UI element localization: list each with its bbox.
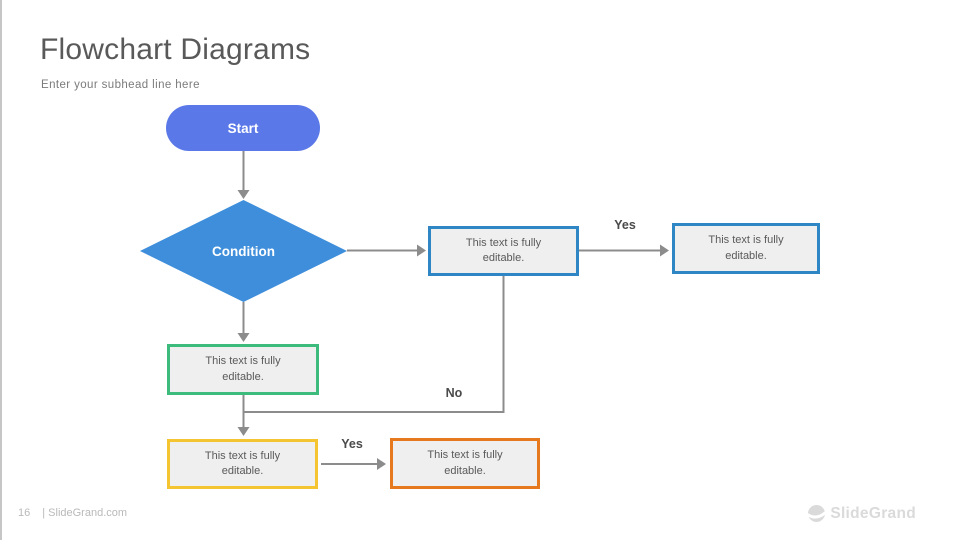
brand-logo: SlideGrand (807, 504, 916, 523)
page-subtitle: Enter your subhead line here (41, 79, 200, 91)
start-label: Start (227, 120, 259, 136)
condition-label: Condition (212, 243, 275, 259)
edge-label-yes-bottom: Yes (341, 437, 363, 451)
arrowhead-down-condition (237, 190, 250, 199)
arrowhead-right-blue2 (660, 244, 669, 257)
left-edge-strip (0, 0, 2, 540)
page-title: Flowchart Diagrams (40, 33, 311, 66)
flow-node-process-blue-1: This text is fully editable. (428, 226, 579, 276)
slidegrand-ball-icon (807, 505, 827, 522)
page-number: 16 (18, 507, 31, 519)
process-green-label: This text is fully editable. (205, 355, 281, 383)
arrowhead-right-orange (377, 458, 386, 470)
process-blue-1-label: This text is fully editable. (465, 236, 542, 264)
process-blue-2-label: This text is fully editable. (708, 234, 784, 262)
arrowhead-right-blue1 (417, 244, 426, 257)
flow-node-process-orange: This text is fully editable. (390, 438, 540, 489)
footer-site: | SlideGrand.com (42, 507, 128, 519)
flow-node-process-green: This text is fully editable. (167, 344, 319, 395)
brand-name: SlideGrand (830, 504, 916, 522)
flow-node-condition: Condition (140, 200, 347, 302)
footer: 16 | SlideGrand.com (18, 507, 127, 519)
process-yellow-label: This text is fully editable. (204, 449, 281, 477)
flow-node-start: Start (166, 105, 320, 151)
flow-node-process-blue-2: This text is fully editable. (672, 223, 820, 274)
edge-label-yes-top: Yes (614, 218, 636, 232)
process-orange-label: This text is fully editable. (427, 449, 503, 477)
arrowhead-down-yellow (237, 427, 250, 436)
flow-node-process-yellow: This text is fully editable. (167, 439, 318, 489)
edge-label-no: No (445, 386, 463, 400)
arrowhead-down-green (237, 333, 250, 342)
